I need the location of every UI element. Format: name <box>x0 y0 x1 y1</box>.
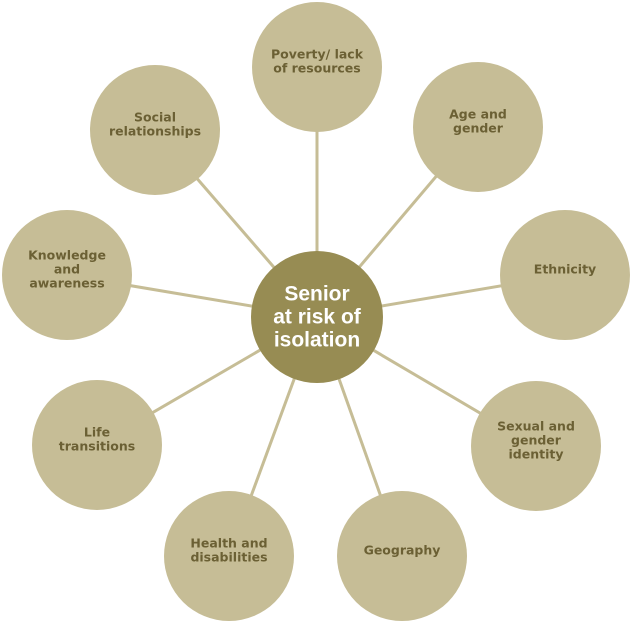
factor-label-line: Geography <box>364 543 441 558</box>
factor-label-line: gender <box>453 121 504 136</box>
factor-circle <box>252 2 382 132</box>
factor-label-line: identity <box>509 447 564 462</box>
center-circle <box>251 251 383 383</box>
center-label-line: isolation <box>274 329 360 352</box>
factor-label-line: relationships <box>109 124 201 139</box>
factor-circle <box>413 62 543 192</box>
factor-label: Ethnicity <box>534 262 596 277</box>
factor-label-line: and <box>54 262 80 277</box>
factor-circle <box>337 491 467 621</box>
factor-circle <box>2 210 132 340</box>
factor-label-line: gender <box>511 433 562 448</box>
factor-label-line: Ethnicity <box>534 262 596 277</box>
factor-circle <box>164 491 294 621</box>
factor-circle <box>32 380 162 510</box>
factor-label-line: of resources <box>273 61 360 76</box>
factor-label-line: awareness <box>29 276 104 291</box>
factor-label-line: Health and <box>190 536 267 551</box>
center-label-line: Senior <box>284 283 349 306</box>
factor-circle <box>500 210 630 340</box>
factor-label-line: Life <box>84 425 110 440</box>
center-label-line: at risk of <box>273 306 362 329</box>
factor-label-line: transitions <box>59 439 135 454</box>
factor-label-line: Sexual and <box>497 419 575 434</box>
factor-label: Geography <box>364 543 441 558</box>
factor-label-line: Knowledge <box>28 248 106 263</box>
factor-circle <box>471 381 601 511</box>
factor-label-line: Social <box>134 110 176 125</box>
factor-label-line: disabilities <box>190 550 267 565</box>
factor-node-geography: Geography <box>337 491 467 621</box>
factor-label-line: Age and <box>449 107 507 122</box>
factor-node-ethnicity: Ethnicity <box>500 210 630 340</box>
factor-circle <box>90 65 220 195</box>
factor-label-line: Poverty/ lack <box>271 47 364 62</box>
